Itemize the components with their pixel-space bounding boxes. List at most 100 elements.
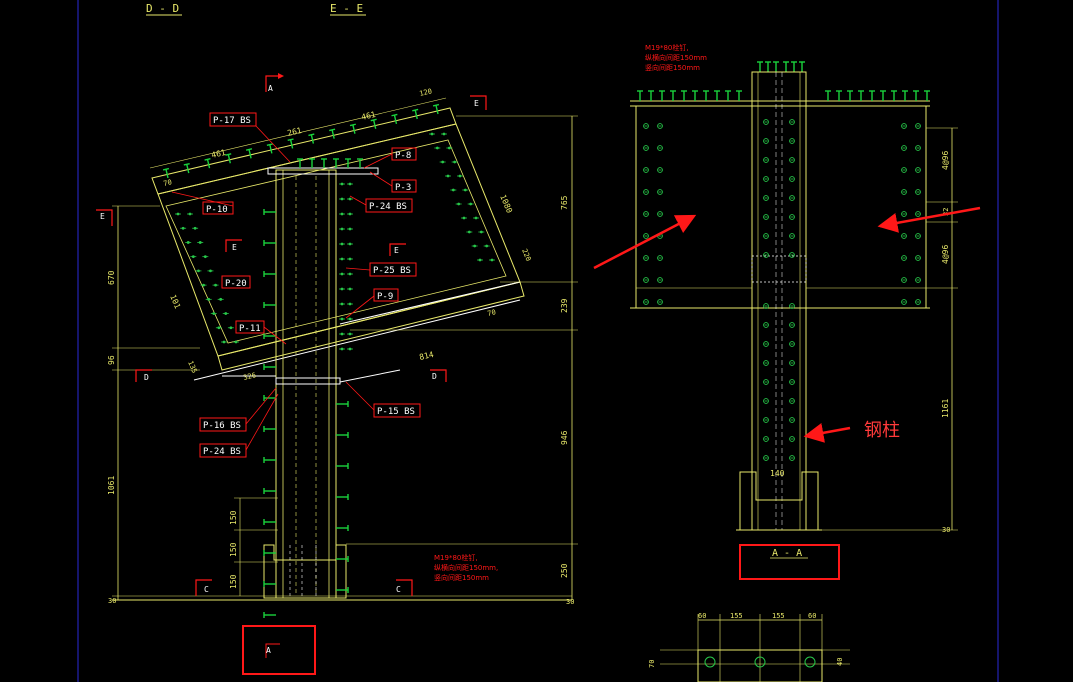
svg-text:E: E: [474, 99, 479, 108]
dim-left-101: 101: [168, 293, 182, 310]
left-stiffener-plate: [275, 377, 341, 385]
svg-text:P-10: P-10: [206, 205, 228, 215]
svg-text:D: D: [432, 372, 437, 381]
dim-base-150a: 150: [229, 510, 238, 525]
svg-text:E: E: [394, 246, 399, 255]
bolt: [789, 252, 795, 258]
label-p8: P-8: [363, 147, 417, 169]
bolt: [901, 233, 907, 239]
label-p16: P-16 BS: [199, 387, 277, 432]
left-lower-flange: [217, 281, 525, 371]
dim-side-220: 220: [520, 248, 532, 263]
bolt: [763, 138, 769, 144]
bolt: [643, 211, 649, 217]
svg-text:E: E: [232, 243, 237, 252]
cut-mark-c-left: C: [195, 579, 212, 596]
bolt: [789, 455, 795, 461]
dim-top-70: 70: [163, 178, 173, 188]
left-shear-studs: [162, 103, 440, 618]
dim-right-239: 239: [560, 298, 569, 313]
bolt: [901, 123, 907, 129]
dim-right-765: 765: [560, 195, 569, 210]
steel-column-label: 钢柱: [864, 420, 900, 441]
svg-text:纵横向间距150mm,: 纵横向间距150mm,: [434, 563, 498, 572]
stud-note-bottom: M19*80栓钉, 纵横向间距150mm, 竖向间距150mm: [434, 553, 498, 582]
bolt: [789, 341, 795, 347]
bolt: [789, 233, 795, 239]
bolt: [915, 299, 921, 305]
aa-steel-column: [751, 71, 807, 531]
bolt: [657, 255, 663, 261]
bolt: [915, 233, 921, 239]
cut-mark-e-mid: E: [225, 239, 242, 252]
bolt: [789, 417, 795, 423]
svg-text:P-3: P-3: [395, 183, 411, 193]
bolt: [657, 277, 663, 283]
svg-text:A: A: [266, 646, 271, 655]
bolt: [789, 436, 795, 442]
bolt: [763, 379, 769, 385]
dim-bot-60a: 60: [698, 612, 706, 620]
dim-top-461b: 461: [360, 110, 376, 122]
shear-stud: [372, 119, 377, 129]
bolt: [789, 195, 795, 201]
shear-stud: [393, 114, 398, 125]
dim-top-461a: 461: [210, 148, 226, 160]
shear-stud: [289, 139, 294, 149]
bolt: [657, 211, 663, 217]
bolt: [657, 167, 663, 173]
dim-aa-4x96b: 4@96: [941, 245, 950, 264]
dim-bot-40: 40: [836, 658, 844, 666]
label-p3: P-3: [369, 171, 417, 193]
shear-stud: [248, 149, 252, 159]
label-p11: P-11: [235, 320, 287, 345]
dim-bot-60b: 60: [808, 612, 816, 620]
cut-mark-e-left: E: [96, 209, 113, 226]
title-dd: D - D: [146, 2, 179, 15]
dim-left-30: 30: [108, 597, 116, 605]
svg-text:P-24 BS: P-24 BS: [369, 202, 407, 212]
right-section-drawing: 4@96 32 4@96 1161 30 140 M19*80栓钉, 纵横向间距…: [593, 43, 981, 682]
bolt: [763, 398, 769, 404]
svg-text:C: C: [204, 585, 209, 594]
svg-text:P-11: P-11: [239, 324, 261, 334]
label-p9: P-9: [345, 288, 399, 319]
bolt: [763, 341, 769, 347]
label-p10: P-10: [171, 191, 234, 215]
highlight-box-a: A: [242, 625, 316, 675]
bolt: [763, 176, 769, 182]
bolt: [763, 119, 769, 125]
aa-column-base: [739, 471, 819, 531]
cut-mark-a-top: A: [265, 73, 284, 93]
svg-text:C: C: [396, 585, 401, 594]
bolt: [643, 167, 649, 173]
bolt: [763, 157, 769, 163]
shear-stud: [206, 159, 211, 169]
left-beam-web: [165, 139, 507, 344]
aa-column-splice: [751, 255, 807, 283]
bolt: [763, 417, 769, 423]
bolt: [789, 303, 795, 309]
bolt: [789, 322, 795, 328]
dim-left-96: 96: [107, 355, 116, 365]
left-column-base: [263, 544, 347, 599]
bolt: [901, 255, 907, 261]
label-p15: P-15 BS: [345, 381, 421, 418]
bolt: [643, 233, 649, 239]
bolt: [763, 252, 769, 258]
stud-note-top: M19*80栓钉, 纵横向间距150mm 竖向间距150mm: [645, 43, 707, 72]
svg-text:P-8: P-8: [395, 151, 411, 161]
bolt: [789, 138, 795, 144]
bolt: [643, 189, 649, 195]
bolt: [901, 145, 907, 151]
shear-stud: [435, 105, 439, 115]
title-ee: E - E: [330, 2, 363, 15]
bolt: [901, 299, 907, 305]
bolt: [763, 322, 769, 328]
dim-side-1080: 1080: [498, 193, 514, 214]
shear-stud: [331, 129, 335, 139]
bolt: [901, 277, 907, 283]
dim-left-670: 670: [107, 270, 116, 285]
dim-base-150c: 150: [229, 574, 238, 589]
svg-text:竖向间距150mm: 竖向间距150mm: [434, 573, 489, 582]
